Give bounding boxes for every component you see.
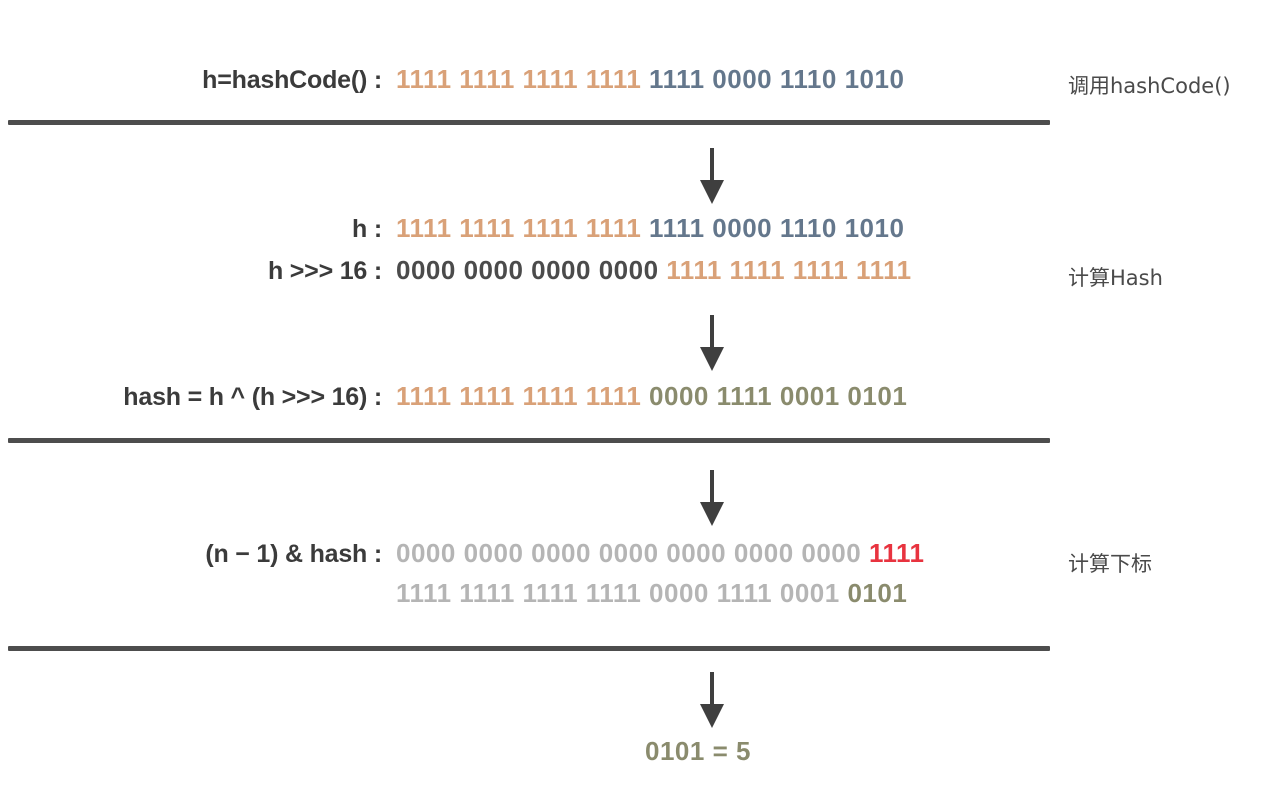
row-hashcode-bits: 1111 1111 1111 1111 1111 0000 1110 1010 [396, 64, 904, 95]
row-h: h : 1111 1111 1111 1111 1111 0000 1110 1… [0, 213, 1050, 244]
bits-segment: 0000 0000 0000 0000 [396, 255, 667, 285]
row-shift16: h >>> 16 : 0000 0000 0000 0000 1111 1111… [0, 255, 1050, 286]
arrow-down-2 [689, 315, 733, 371]
row-index-hash-bits: 1111 1111 1111 1111 0000 1111 0001 0101 [396, 578, 907, 609]
row-hashcode-label: h=hashCode() : [202, 66, 382, 94]
divider-3 [8, 646, 1050, 651]
row-h-label: h : [352, 215, 382, 243]
bits-segment: 1111 1111 1111 1111 [396, 213, 650, 243]
arrow-down-3 [689, 470, 733, 526]
row-index-hash: 1111 1111 1111 1111 0000 1111 0001 0101 [0, 578, 1050, 609]
row-hash-xor-bits: 1111 1111 1111 1111 0000 1111 0001 0101 [396, 381, 907, 412]
bits-segment: 0101 [847, 578, 908, 608]
row-shift16-label: h >>> 16 : [267, 257, 382, 285]
row-index-mask-bits: 0000 0000 0000 0000 0000 0000 0000 1111 [396, 538, 925, 569]
bits-segment: 1111 1111 1111 1111 [396, 381, 650, 411]
bits-segment: 0000 1111 0001 0101 [649, 381, 908, 411]
row-hash-xor-label: hash = h ^ (h >>> 16) : [123, 383, 382, 411]
stage-label-hashcode: 调用hashCode() [1068, 74, 1231, 98]
bits-segment: 1111 [868, 538, 925, 568]
bits-segment: 0000 0000 0000 0000 0000 0000 0000 [396, 538, 869, 568]
arrow-down-1 [689, 148, 733, 204]
arrow-down-4 [689, 672, 733, 728]
row-index-mask: (n − 1) & hash : 0000 0000 0000 0000 000… [0, 538, 1050, 569]
stage-label-compute-index: 计算下标 [1068, 552, 1152, 576]
row-index-mask-label: (n − 1) & hash : [205, 540, 382, 568]
row-hash-xor: hash = h ^ (h >>> 16) : 1111 1111 1111 1… [0, 381, 1050, 412]
stage-label-compute-hash: 计算Hash [1068, 266, 1163, 290]
row-shift16-bits: 0000 0000 0000 0000 1111 1111 1111 1111 [396, 255, 912, 286]
bits-segment: 1111 1111 1111 1111 [396, 64, 650, 94]
bits-segment: 1111 0000 1110 1010 [649, 213, 905, 243]
row-h-bits: 1111 1111 1111 1111 1111 0000 1110 1010 [396, 213, 904, 244]
bits-segment: 1111 1111 1111 1111 [666, 255, 912, 285]
divider-1 [8, 120, 1050, 125]
bits-segment: 1111 1111 1111 1111 0000 1111 0001 [396, 578, 848, 608]
bits-segment: 1111 0000 1110 1010 [649, 64, 905, 94]
divider-2 [8, 438, 1050, 443]
row-hashcode: h=hashCode() : 1111 1111 1111 1111 1111 … [0, 64, 1050, 95]
result-value: 0101 = 5 [645, 736, 751, 766]
